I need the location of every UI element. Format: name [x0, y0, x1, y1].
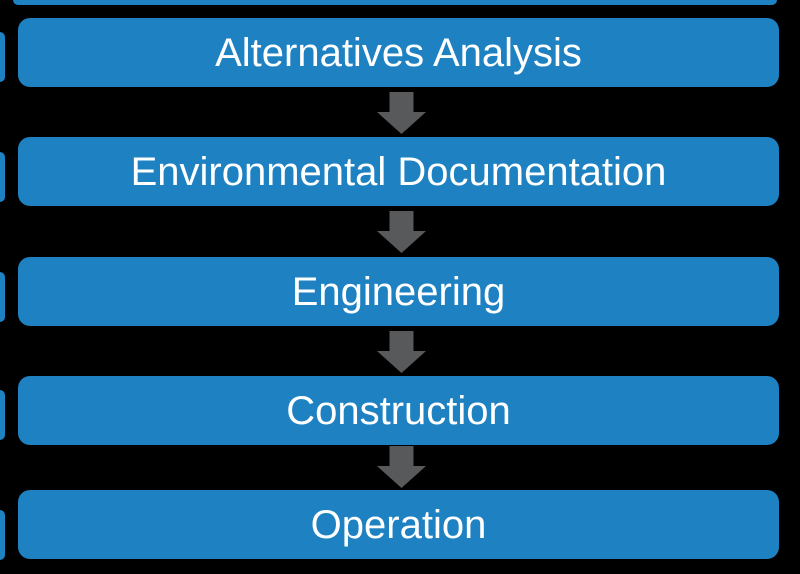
step-label: Alternatives Analysis	[215, 30, 582, 75]
process-step-environmental-documentation: Environmental Documentation	[18, 137, 779, 206]
process-step-engineering: Engineering	[18, 257, 779, 326]
cropped-box-edge-left	[0, 272, 5, 322]
step-label: Construction	[286, 388, 511, 433]
cropped-box-edge-left	[0, 152, 5, 202]
cropped-box-edge-top	[13, 0, 777, 5]
step-label: Environmental Documentation	[130, 149, 667, 194]
down-arrow-icon	[377, 92, 426, 134]
process-step-operation: Operation	[18, 490, 779, 559]
step-label: Engineering	[291, 269, 506, 314]
process-step-construction: Construction	[18, 376, 779, 445]
cropped-box-edge-left	[0, 510, 5, 560]
step-label: Operation	[310, 502, 487, 547]
process-step-alternatives-analysis: Alternatives Analysis	[18, 18, 779, 87]
down-arrow-icon	[377, 331, 426, 373]
cropped-box-edge-left	[0, 32, 5, 82]
cropped-box-edge-left	[0, 390, 5, 440]
down-arrow-icon	[377, 211, 426, 253]
down-arrow-icon	[377, 446, 426, 488]
